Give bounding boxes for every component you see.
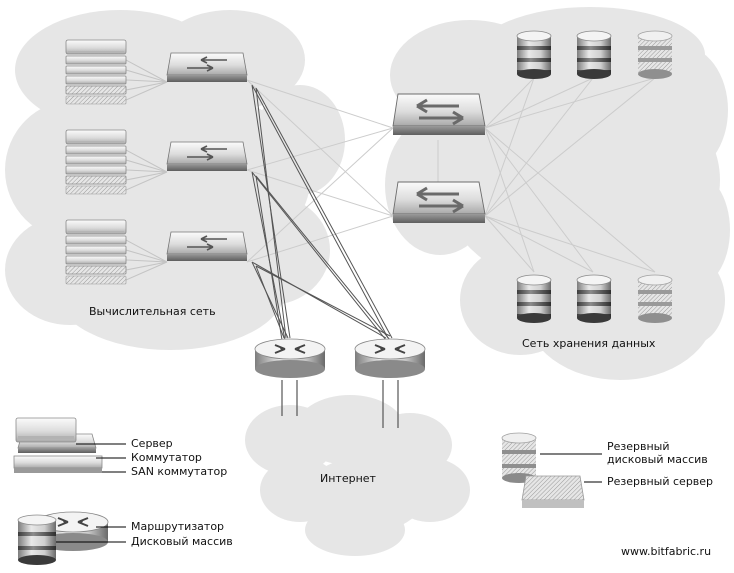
legend-right-leaders xyxy=(540,453,602,483)
disk-array-6 xyxy=(637,274,673,324)
legend-backup-array-label-1: Резервный xyxy=(607,440,670,453)
router-2 xyxy=(354,338,426,379)
disk-array-4 xyxy=(516,274,552,324)
disk-array-3 xyxy=(637,30,673,80)
watermark: www.bitfabric.ru xyxy=(621,545,712,558)
disk-array-1 xyxy=(516,30,552,80)
legend-backup-disk-icon xyxy=(501,432,537,483)
legend-san-switch-label: SAN коммутатор xyxy=(131,465,228,478)
legend-san-switch-icon xyxy=(13,455,103,473)
storage-cloud-label: Сеть хранения данных xyxy=(522,337,656,350)
internet-cloud xyxy=(245,395,470,556)
disk-array-2 xyxy=(576,30,612,80)
switch-3 xyxy=(166,231,248,262)
switch-2 xyxy=(166,141,248,172)
compute-cloud-label: Вычислительная сеть xyxy=(89,305,216,318)
storage-cloud xyxy=(385,7,730,380)
legend-server-icon xyxy=(15,417,77,443)
router-internet-links xyxy=(281,380,399,428)
legend-right-icons xyxy=(501,432,585,508)
switch-1 xyxy=(166,52,248,83)
switch-router-links xyxy=(251,84,393,341)
server-stack-3 xyxy=(65,219,127,285)
san-disk-links xyxy=(484,77,656,273)
switch-san-links xyxy=(246,79,439,263)
legend-backup-array-label-2: дисковый массив xyxy=(607,453,708,466)
legend-left-leaders xyxy=(56,443,126,543)
san-switch-1 xyxy=(391,92,487,137)
legend-backup-server-label: Резервный сервер xyxy=(607,475,714,488)
san-switch-2 xyxy=(391,180,487,225)
server-stack-2 xyxy=(65,129,127,195)
disk-array-5 xyxy=(576,274,612,324)
legend-left-icons xyxy=(13,417,109,565)
legend-router-label: Маршрутизатор xyxy=(131,520,225,533)
legend-switch-label: Коммутатор xyxy=(131,451,202,464)
legend-server-label: Сервер xyxy=(131,437,173,450)
router-1 xyxy=(254,338,326,379)
legend-disk-array-label: Дисковый массив xyxy=(131,535,233,548)
server-switch-links xyxy=(125,59,168,281)
legend-disk-array-icon xyxy=(17,514,57,565)
legend-backup-server-icon xyxy=(521,475,585,508)
internet-label: Интернет xyxy=(320,472,376,485)
